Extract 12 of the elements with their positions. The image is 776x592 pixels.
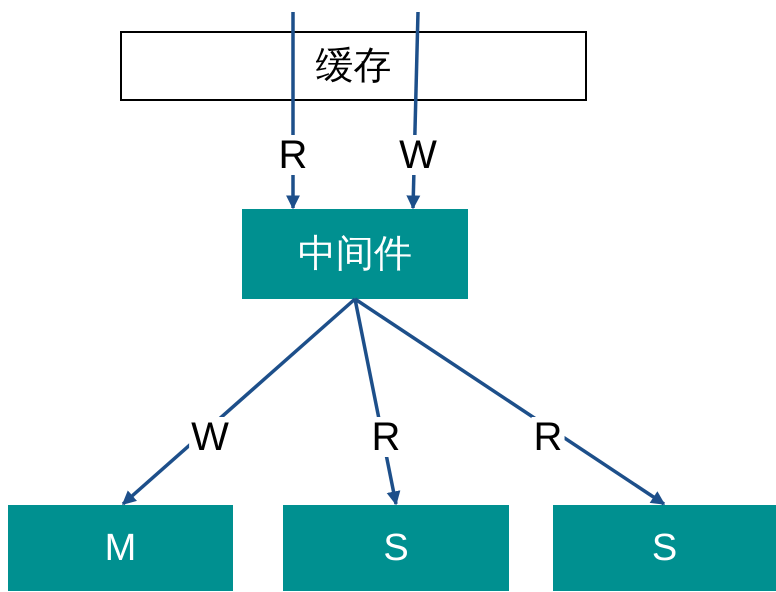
- arrow: [354, 298, 666, 506]
- node-label: 中间件: [298, 235, 412, 273]
- process-box: [553, 505, 776, 591]
- edge-label: W: [397, 135, 439, 175]
- node-label: S: [652, 529, 678, 567]
- node-label: S: [383, 529, 409, 567]
- process-box: [283, 505, 509, 591]
- node-label: 缓存: [316, 47, 392, 85]
- node-label: M: [104, 529, 136, 567]
- process-box: [242, 209, 468, 299]
- cache-box: [120, 31, 587, 101]
- process-box: [8, 505, 233, 591]
